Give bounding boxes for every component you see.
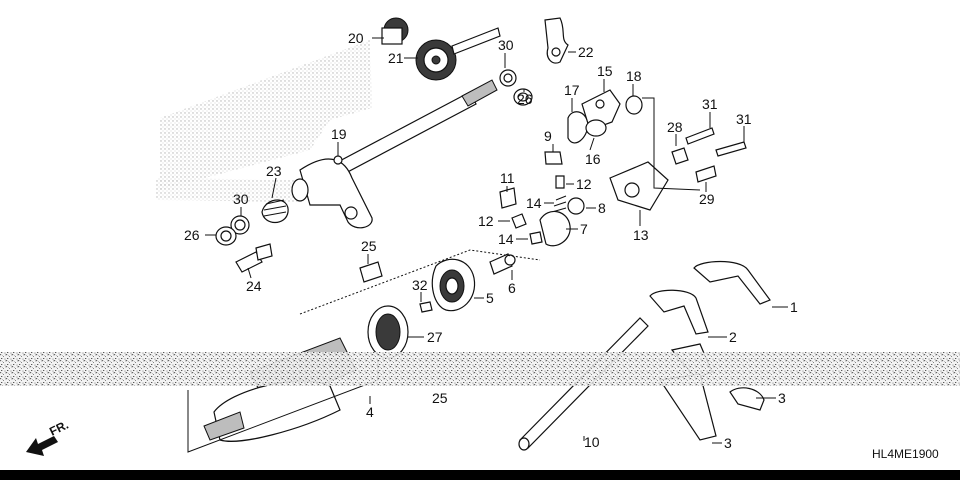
diagram-code: HL4ME1900 (872, 447, 939, 461)
callout-31b: 31 (736, 111, 752, 127)
callout-20: 20 (348, 30, 364, 46)
callout-28: 28 (667, 119, 683, 135)
callout-19: 19 (331, 126, 347, 142)
callout-21: 21 (388, 50, 404, 66)
callout-2: 2 (729, 329, 737, 345)
callout-29: 29 (699, 191, 715, 207)
callout-15: 15 (597, 63, 613, 79)
callout-25b: 25 (432, 390, 448, 406)
watermark-logo (156, 40, 372, 202)
small-parts (215, 69, 747, 313)
callout-1: 1 (790, 299, 798, 315)
callout-12a: 12 (576, 176, 592, 192)
gear-assembly (381, 17, 569, 81)
front-direction-arrow: FR. (26, 418, 71, 456)
callout-32: 32 (412, 277, 428, 293)
callout-27: 27 (427, 329, 443, 345)
callout-24: 24 (246, 278, 262, 294)
callout-14b: 14 (498, 231, 514, 247)
callout-9: 9 (544, 128, 552, 144)
callout-23: 23 (266, 163, 282, 179)
callout-26b: 26 (517, 91, 533, 107)
callout-4: 4 (366, 404, 374, 420)
callout-30b: 30 (233, 191, 249, 207)
callout-7: 7 (580, 221, 588, 237)
callout-labels: 1 2 3 3 4 5 6 7 8 9 10 11 12 12 13 14 14… (184, 30, 798, 451)
callout-25a: 25 (361, 238, 377, 254)
callout-8: 8 (598, 200, 606, 216)
callout-18: 18 (626, 68, 642, 84)
arrow-icon (26, 436, 58, 456)
callout-6: 6 (508, 280, 516, 296)
callout-3b: 3 (724, 435, 732, 451)
shift-shaft (291, 79, 498, 229)
callout-16: 16 (585, 151, 601, 167)
callout-17: 17 (564, 82, 580, 98)
callout-12b: 12 (478, 213, 494, 229)
callout-30a: 30 (498, 37, 514, 53)
front-label: FR. (47, 418, 71, 439)
leader-lines (205, 37, 788, 444)
callout-3a: 3 (778, 390, 786, 406)
callout-14a: 14 (526, 195, 542, 211)
callout-11: 11 (500, 170, 515, 186)
bottom-border (0, 470, 960, 480)
callout-22: 22 (578, 44, 594, 60)
shift-drum (203, 258, 476, 442)
callout-5: 5 (486, 290, 494, 306)
callout-31a: 31 (702, 96, 718, 112)
callout-10: 10 (584, 434, 600, 450)
scan-noise-band (0, 352, 960, 386)
callout-26a: 26 (184, 227, 200, 243)
callout-13: 13 (633, 227, 649, 243)
